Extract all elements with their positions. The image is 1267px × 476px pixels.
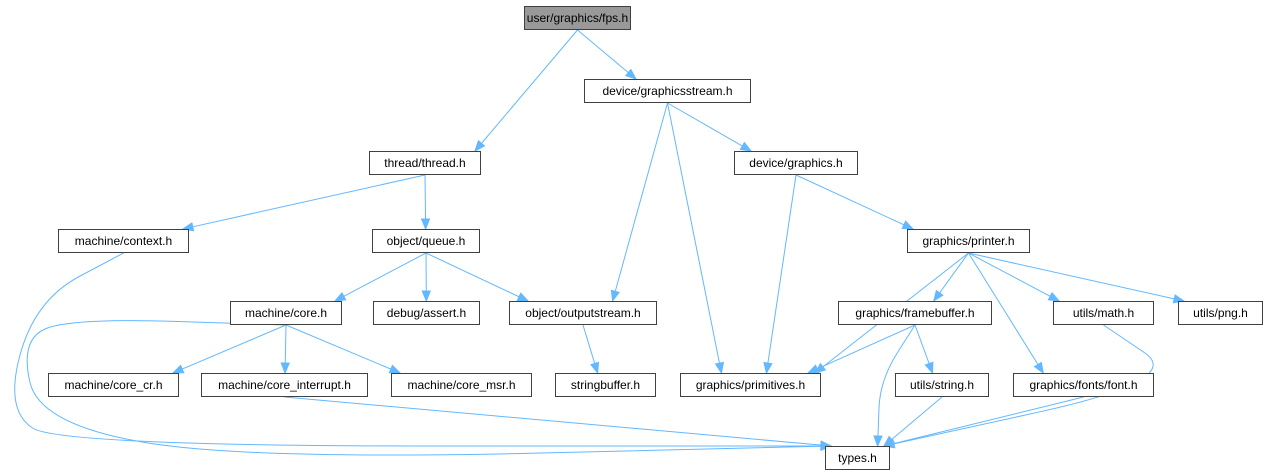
edge-arrowhead	[739, 141, 753, 152]
node-machine-context-h[interactable]: machine/context.h	[58, 229, 189, 253]
edge-fps-to-graphicsstream	[577, 29, 629, 73]
edge-queue-to-core	[343, 252, 427, 297]
node-types-h[interactable]: types.h	[825, 446, 890, 470]
edge-core-to-core_cr	[182, 324, 287, 370]
edge-graphicsstream-to-primitives	[667, 102, 720, 364]
node-thread-thread-h[interactable]: thread/thread.h	[369, 151, 481, 175]
edge-math-to-types	[893, 324, 1154, 445]
edge-arrowhead	[333, 291, 347, 302]
edge-arrowhead	[388, 364, 402, 374]
edge-arrowhead	[901, 220, 915, 230]
edge-arrowhead	[873, 435, 883, 448]
edge-arrowhead	[610, 289, 620, 303]
edge-printer-to-math	[968, 252, 1051, 297]
edge-core-to-core_interrupt	[284, 324, 287, 364]
edge-queue-to-outputstream	[425, 252, 520, 298]
edge-arrowhead	[421, 290, 431, 303]
edge-arrowhead	[590, 361, 600, 375]
edge-framebuffer-to-primitives	[816, 324, 916, 370]
node-machine-core-cr-h[interactable]: machine/core_cr.h	[48, 373, 179, 397]
node-utils-string-h[interactable]: utils/string.h	[895, 373, 989, 397]
edge-framebuffer-to-types	[877, 324, 916, 437]
node-graphics-printer-h[interactable]: graphics/printer.h	[907, 229, 1030, 253]
node-machine-core-msr-h[interactable]: machine/core_msr.h	[391, 373, 532, 397]
edge-arrowhead	[806, 364, 820, 374]
edge-printer-to-framebuffer	[939, 252, 969, 294]
edge-arrowhead	[516, 292, 530, 302]
edge-graphicsstream-to-outputstream	[614, 102, 668, 292]
node-graphics-fonts-font-h[interactable]: graphics/fonts/font.h	[1013, 373, 1154, 397]
edge-graphics-to-printer	[795, 174, 905, 226]
edge-framebuffer-to-string	[914, 324, 930, 364]
edge-arrowhead	[1033, 361, 1044, 375]
edge-string-to-types	[891, 396, 943, 440]
edge-graphicsstream-to-graphics	[667, 102, 743, 147]
edge-arrowhead	[474, 139, 486, 153]
edge-arrowhead	[924, 361, 934, 375]
edge-graphics-to-primitives	[767, 174, 797, 364]
node-utils-math-h[interactable]: utils/math.h	[1053, 301, 1154, 325]
edge-arrowhead	[171, 364, 185, 374]
node-stringbuffer-h[interactable]: stringbuffer.h	[555, 373, 656, 397]
node-graphics-primitives-h[interactable]: graphics/primitives.h	[680, 373, 821, 397]
edge-arrowhead	[280, 362, 290, 375]
edge-arrowhead	[420, 218, 431, 231]
edge-arrowhead	[763, 361, 773, 375]
edge-context-to-types	[14, 252, 821, 447]
node-device-graphics-h[interactable]: device/graphics.h	[734, 151, 858, 175]
edge-font-to-types	[893, 396, 1084, 445]
edge-arrowhead	[932, 289, 944, 303]
node-object-outputstream-h[interactable]: object/outputstream.h	[509, 301, 657, 325]
node-object-queue-h[interactable]: object/queue.h	[372, 229, 480, 253]
node-user-graphics-fps-h: user/graphics/fps.h	[524, 6, 631, 30]
edge-arrowhead	[1047, 291, 1061, 302]
edge-thread-to-queue	[424, 174, 427, 220]
edge-fps-to-thread	[481, 29, 578, 144]
node-debug-assert-h[interactable]: debug/assert.h	[373, 301, 480, 325]
edge-core_interrupt-to-types	[284, 396, 822, 446]
edge-thread-to-context	[192, 174, 426, 228]
edge-outputstream-to-stringbuffer	[582, 324, 596, 364]
edge-arrowhead	[624, 68, 638, 80]
edge-printer-to-png	[968, 252, 1175, 300]
edge-printer-to-font	[968, 252, 1039, 365]
edge-core-to-types	[26, 320, 822, 456]
node-machine-core-interrupt-h[interactable]: machine/core_interrupt.h	[201, 373, 368, 397]
node-machine-core-h[interactable]: machine/core.h	[230, 301, 342, 325]
edge-arrowhead	[714, 361, 725, 375]
edge-core-to-core_msr	[285, 324, 392, 370]
node-graphics-framebuffer-h[interactable]: graphics/framebuffer.h	[838, 301, 992, 325]
node-utils-png-h[interactable]: utils/png.h	[1178, 301, 1263, 325]
node-device-graphicsstream-h[interactable]: device/graphicsstream.h	[584, 79, 751, 103]
